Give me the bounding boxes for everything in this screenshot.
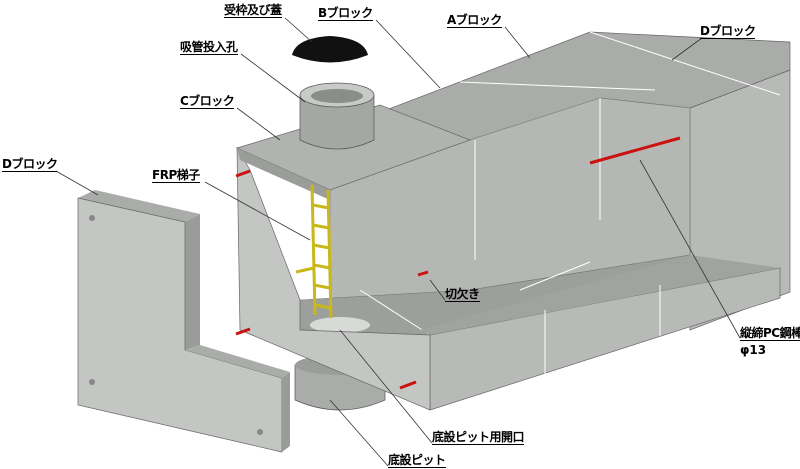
suction-hole-cylinder: [299, 82, 375, 150]
label-a-block: Aブロック: [447, 13, 502, 28]
left-section-face: [236, 146, 431, 411]
leader-lines: [55, 17, 741, 467]
label-notch: 切欠き: [445, 287, 480, 302]
label-c-block: Cブロック: [180, 94, 235, 109]
c-block-front: [237, 148, 330, 200]
label-pc-bar-size: φ13: [740, 343, 767, 357]
cover-lid: [292, 36, 368, 63]
label-pit: 底設ピット: [388, 453, 446, 468]
label-d-block-left: Dブロック: [2, 157, 58, 172]
label-suction-hole: 吸管投入孔: [180, 40, 238, 55]
label-frp-ladder: FRP梯子: [152, 168, 200, 183]
label-pc-bar: 縦締PC鋼棒: [740, 326, 800, 341]
frp-ladder: [295, 184, 333, 319]
label-d-block-right: Dブロック: [700, 24, 756, 39]
label-cover: 受枠及び蓋: [224, 3, 282, 18]
label-pit-opening: 底設ピット用開口: [432, 430, 525, 445]
d-block-left-panel: [77, 190, 290, 453]
label-b-block: Bブロック: [318, 6, 373, 21]
pit-opening: [310, 317, 370, 333]
pc-steel-bars: [235, 136, 681, 390]
front-wall-top: [420, 255, 780, 335]
